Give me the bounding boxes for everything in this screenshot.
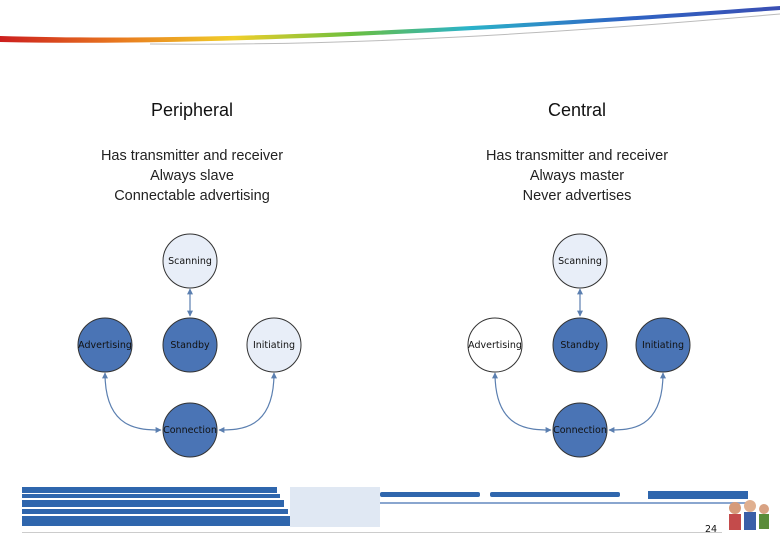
initiating-connection-arrow xyxy=(608,372,666,433)
central-desc-line: Never advertises xyxy=(522,188,632,204)
connection-label: Connection xyxy=(163,425,217,436)
footer-band: 24 xyxy=(22,487,769,535)
advertising-label: Advertising xyxy=(78,340,132,351)
standby-label: Standby xyxy=(170,340,210,351)
people-logo-icon xyxy=(729,500,769,530)
peripheral-desc-line: Has transmitter and receiver xyxy=(100,148,284,164)
scanning-node xyxy=(162,233,218,289)
peripheral-title: Peripheral xyxy=(150,100,234,120)
peripheral-desc-line: Always slave xyxy=(150,168,234,184)
advertising-node xyxy=(467,317,523,373)
advertising-node xyxy=(77,317,133,373)
page-number: 24 xyxy=(705,524,717,535)
central-desc-line: Has transmitter and receiver xyxy=(485,148,669,164)
advertising-connection-arrow xyxy=(492,372,552,433)
peripheral-state-diagram: Scanning Advertising Standby Initiating … xyxy=(77,233,302,458)
central-state-diagram: Scanning Advertising Standby Initiating … xyxy=(467,233,691,458)
header-swoosh xyxy=(0,6,780,45)
standby-label: Standby xyxy=(560,340,600,351)
scanning-label: Scanning xyxy=(168,256,212,267)
advertising-label: Advertising xyxy=(468,340,522,351)
initiating-node xyxy=(635,317,691,373)
scanning-node xyxy=(552,233,608,289)
connection-node xyxy=(552,402,608,458)
standby-node xyxy=(162,317,218,373)
central-description: Has transmitter and receiver Always mast… xyxy=(417,146,737,206)
initiating-label: Initiating xyxy=(642,340,684,351)
central-title: Central xyxy=(547,100,607,120)
initiating-connection-arrow xyxy=(218,372,277,433)
initiating-node xyxy=(246,317,302,373)
standby-node xyxy=(552,317,608,373)
peripheral-desc-line: Connectable advertising xyxy=(114,188,270,204)
advertising-connection-arrow xyxy=(102,372,162,433)
connection-node xyxy=(162,402,218,458)
connection-label: Connection xyxy=(553,425,607,436)
peripheral-description: Has transmitter and receiver Always slav… xyxy=(32,146,352,206)
central-desc-line: Always master xyxy=(529,168,625,184)
scanning-label: Scanning xyxy=(558,256,602,267)
initiating-label: Initiating xyxy=(253,340,295,351)
